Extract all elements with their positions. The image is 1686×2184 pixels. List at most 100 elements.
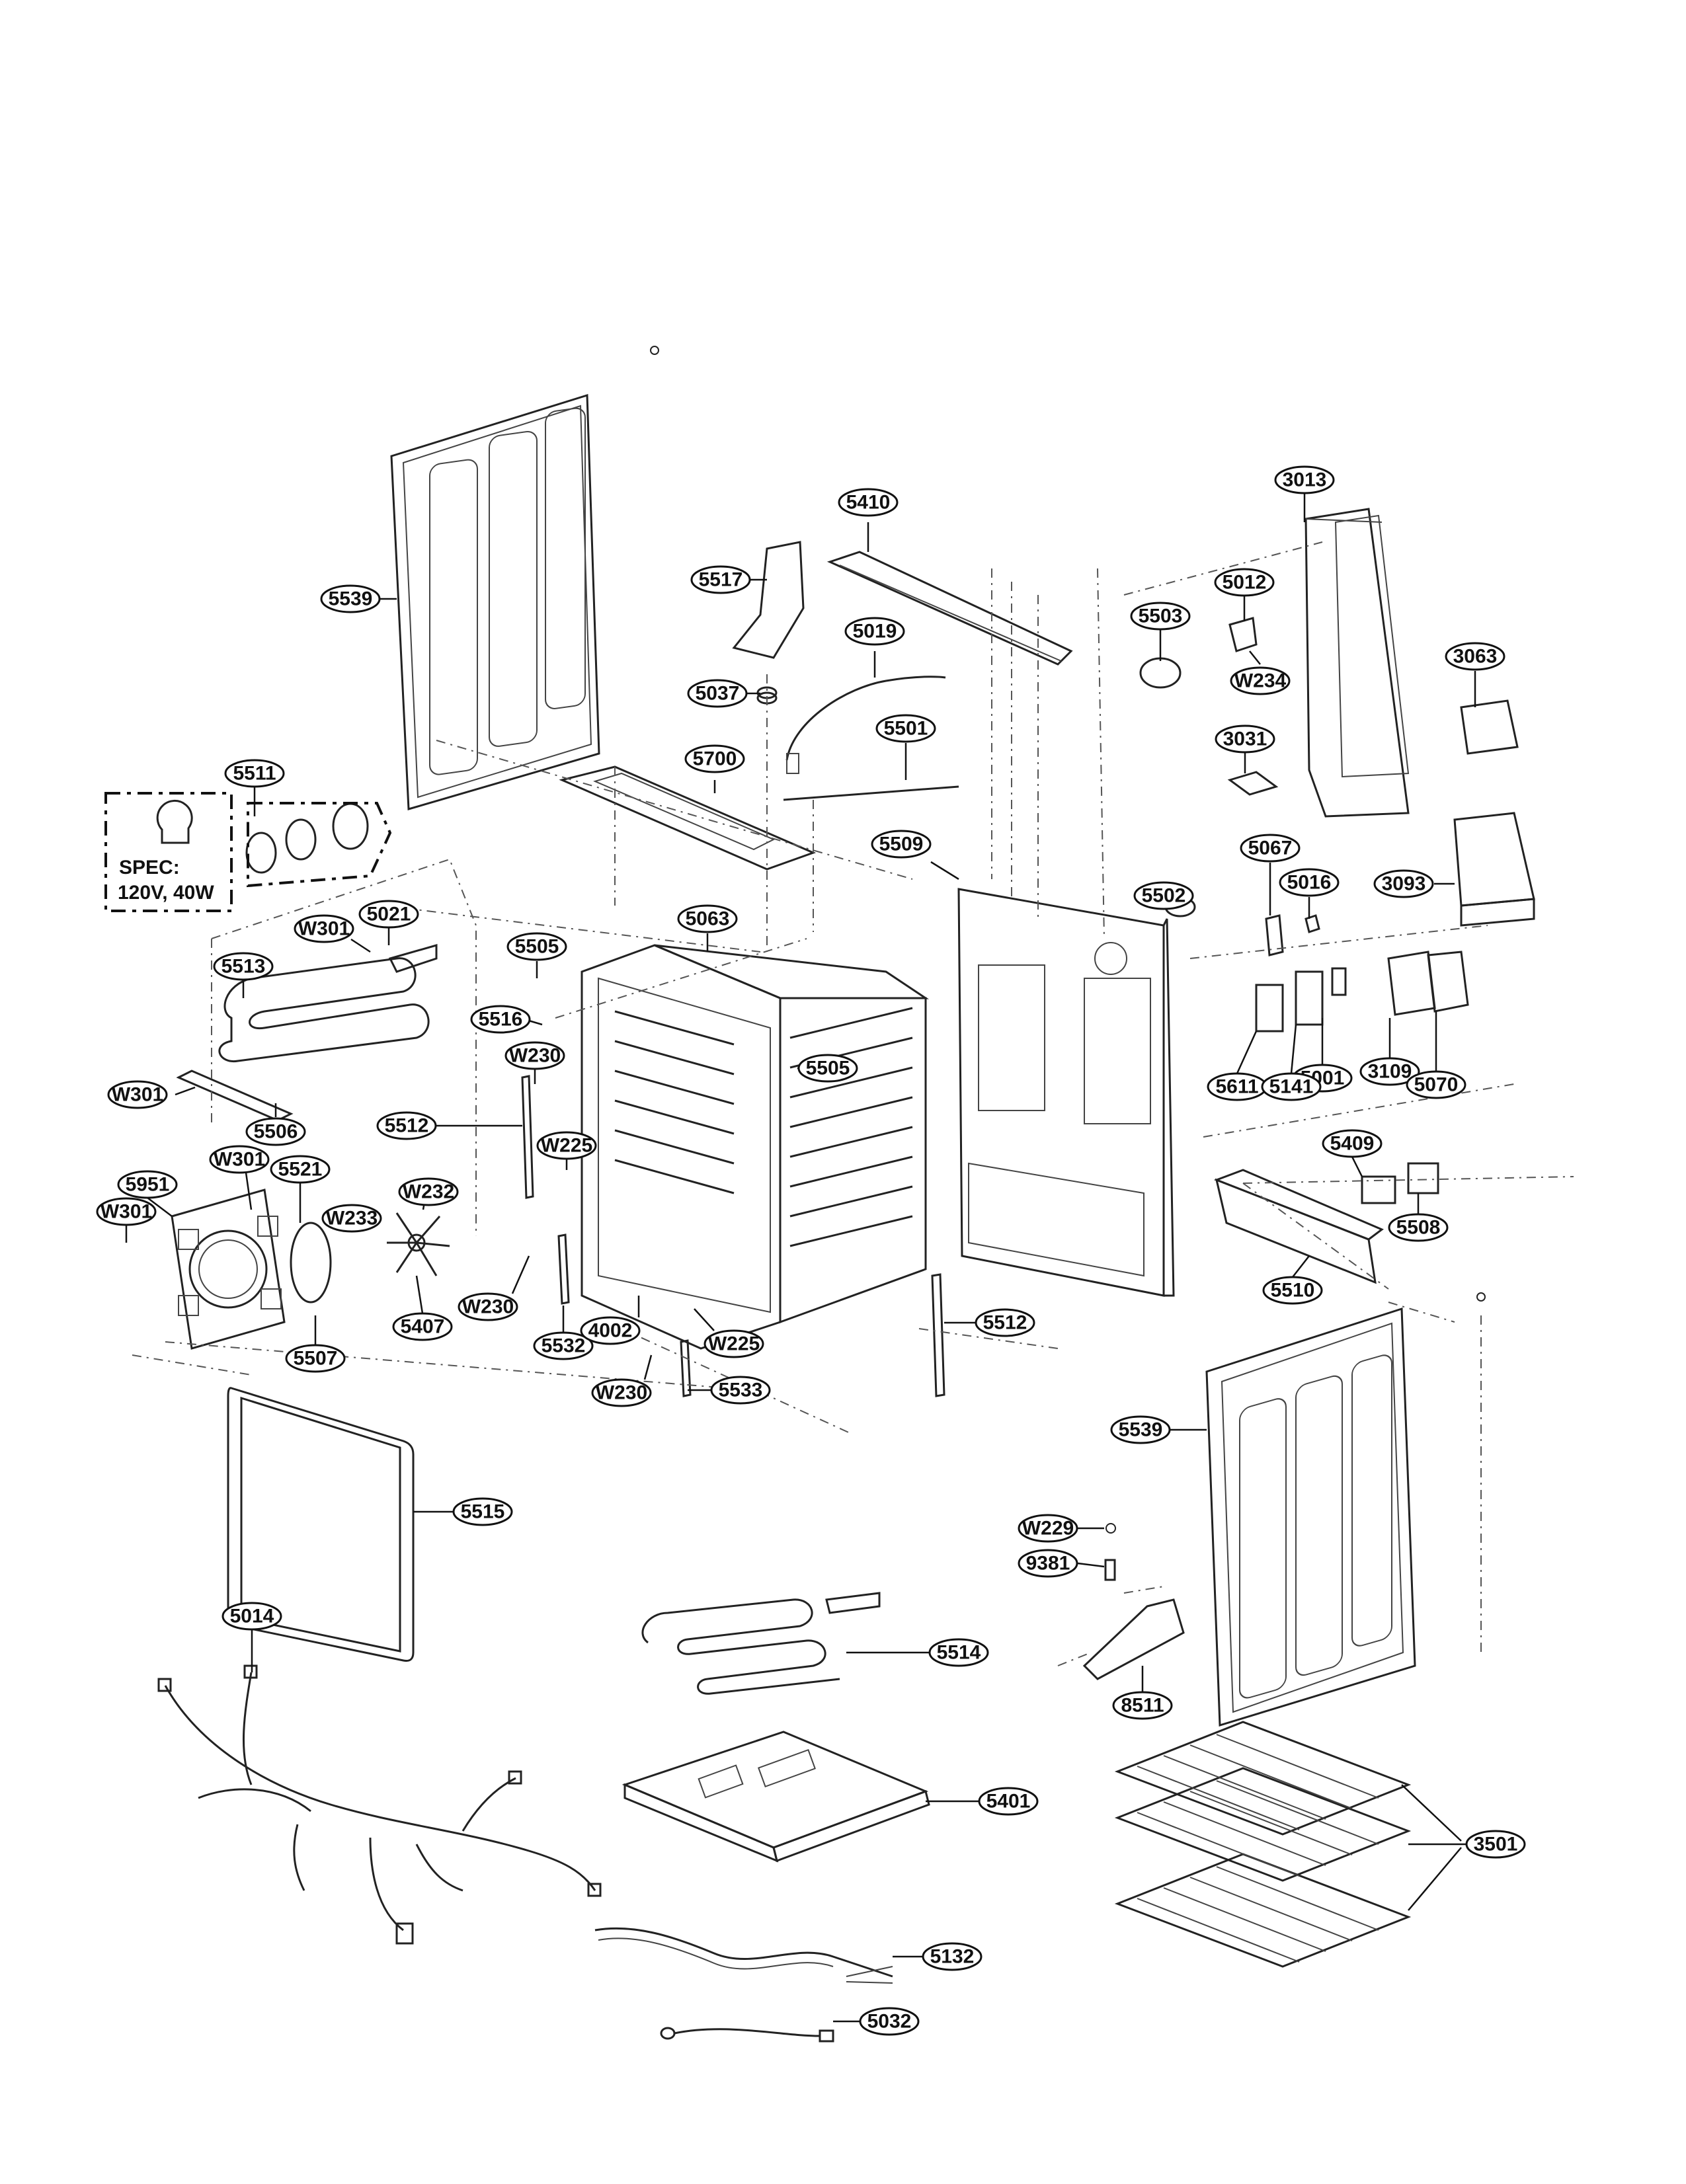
wire-5032 [660,2027,834,2043]
callout-label: 5951 [126,1174,170,1196]
callout-oval [1262,1276,1323,1305]
callout-oval [270,1155,331,1184]
callout-label: W225 [541,1135,592,1157]
callout-label: 5037 [696,683,740,705]
callout-label: 8511 [1121,1695,1164,1717]
callout-5502: 5502 [1133,881,1194,910]
top-cover-5700 [559,765,817,871]
wire-5132 [594,1927,893,1984]
callout-w230: W230 [591,1378,652,1407]
callout-label: 9381 [1026,1553,1070,1575]
callout-w232: W232 [398,1177,459,1206]
callout-label: 3093 [1382,873,1426,895]
callout-label: 5141 [1269,1076,1314,1098]
callout-oval [213,952,274,981]
light-assembly-5511 [245,802,392,888]
callout-label: 5063 [686,908,730,930]
spec-note-box: SPEC: 120V, 40W [104,792,233,912]
callout-label: 3031 [1223,728,1267,750]
hood-3093 [1453,812,1535,927]
callout-5951: 5951 [117,1170,178,1199]
callout-oval [844,617,905,646]
callout-5611: 5611 [1207,1072,1267,1101]
callout-w301: W301 [209,1145,270,1174]
callout-5021: 5021 [358,900,419,929]
callout-5016: 5016 [1279,868,1340,897]
callout-label: 5512 [983,1312,1027,1334]
callout-5141: 5141 [1261,1072,1322,1101]
callout-oval [398,1177,459,1206]
callout-label: 5700 [693,748,737,770]
callout-5410: 5410 [838,488,899,517]
callout-5517: 5517 [690,565,751,594]
callout-label: 5132 [930,1946,975,1968]
callout-5508: 5508 [1388,1213,1449,1242]
callout-label: 5016 [1287,872,1332,894]
callout-oval [221,1602,282,1631]
callout-5407: 5407 [392,1312,453,1341]
callout-oval [245,1117,306,1146]
callout-5037: 5037 [687,679,748,708]
oven-cavity [581,944,929,1350]
callout-3013: 3013 [1274,465,1335,494]
callout-oval [1279,868,1340,897]
callout-label: W301 [100,1201,152,1223]
callout-label: W232 [403,1181,454,1203]
callout-label: 3501 [1474,1834,1518,1855]
callout-label: 5501 [884,718,928,740]
callout-label: 5611 [1215,1076,1258,1098]
callout-label: 5070 [1414,1074,1459,1096]
callout-oval [96,1197,157,1226]
side-panel-right [1205,1292,1486,1727]
callout-oval [224,759,285,788]
callout-oval [591,1378,652,1407]
callout-5509: 5509 [871,830,932,859]
wire-harness-5014 [157,1664,602,1945]
fan-cover-5951 [171,1189,286,1350]
callout-label: 5539 [1119,1419,1163,1441]
callout-5533: 5533 [710,1376,771,1405]
bracket-5067 [1265,914,1284,956]
callout-5515: 5515 [452,1497,513,1526]
assembly-guide-lines [132,541,1574,1666]
callout-oval [1406,1070,1466,1099]
callout-label: W230 [462,1296,514,1318]
callout-label: 5532 [542,1335,586,1357]
callout-oval [978,1787,1039,1816]
callout-oval [838,488,899,517]
callout-3031: 3031 [1215,724,1275,754]
callout-w225: W225 [703,1329,764,1358]
callout-3501: 3501 [1465,1830,1526,1859]
callout-label: 5533 [719,1380,763,1401]
callout-label: 5521 [278,1159,323,1181]
callout-label: 3109 [1368,1061,1412,1083]
spacer-9381 [1104,1559,1116,1581]
callout-4002: 4002 [580,1316,641,1345]
callout-label: 5512 [385,1115,429,1137]
callout-label: 5508 [1396,1217,1441,1239]
callout-label: 5401 [986,1791,1031,1813]
switch-5611 [1255,984,1284,1033]
callout-label: 5014 [230,1606,274,1627]
bar-5506 [176,1070,294,1122]
callout-w233: W233 [321,1204,382,1233]
callout-5512: 5512 [975,1308,1035,1337]
callout-oval [506,932,567,961]
callout-9381: 9381 [1018,1549,1078,1578]
callout-oval [875,714,936,743]
wire-5019 [785,676,946,774]
oven-racks-3501 [1114,1721,1412,1968]
callout-oval [1214,568,1275,597]
callout-oval [1018,1514,1078,1543]
callout-oval [1112,1691,1173,1720]
callout-5532: 5532 [533,1331,594,1360]
rear-panel-3013 [1305,508,1410,818]
callout-5012: 5012 [1214,568,1275,597]
callout-5510: 5510 [1262,1276,1323,1305]
callout-label: 3063 [1453,646,1498,668]
callout-label: 4002 [588,1320,633,1342]
callout-5505: 5505 [506,932,567,961]
callout-label: 5505 [806,1058,850,1079]
callout-label: 3013 [1283,469,1327,491]
callout-5539: 5539 [1110,1415,1171,1444]
